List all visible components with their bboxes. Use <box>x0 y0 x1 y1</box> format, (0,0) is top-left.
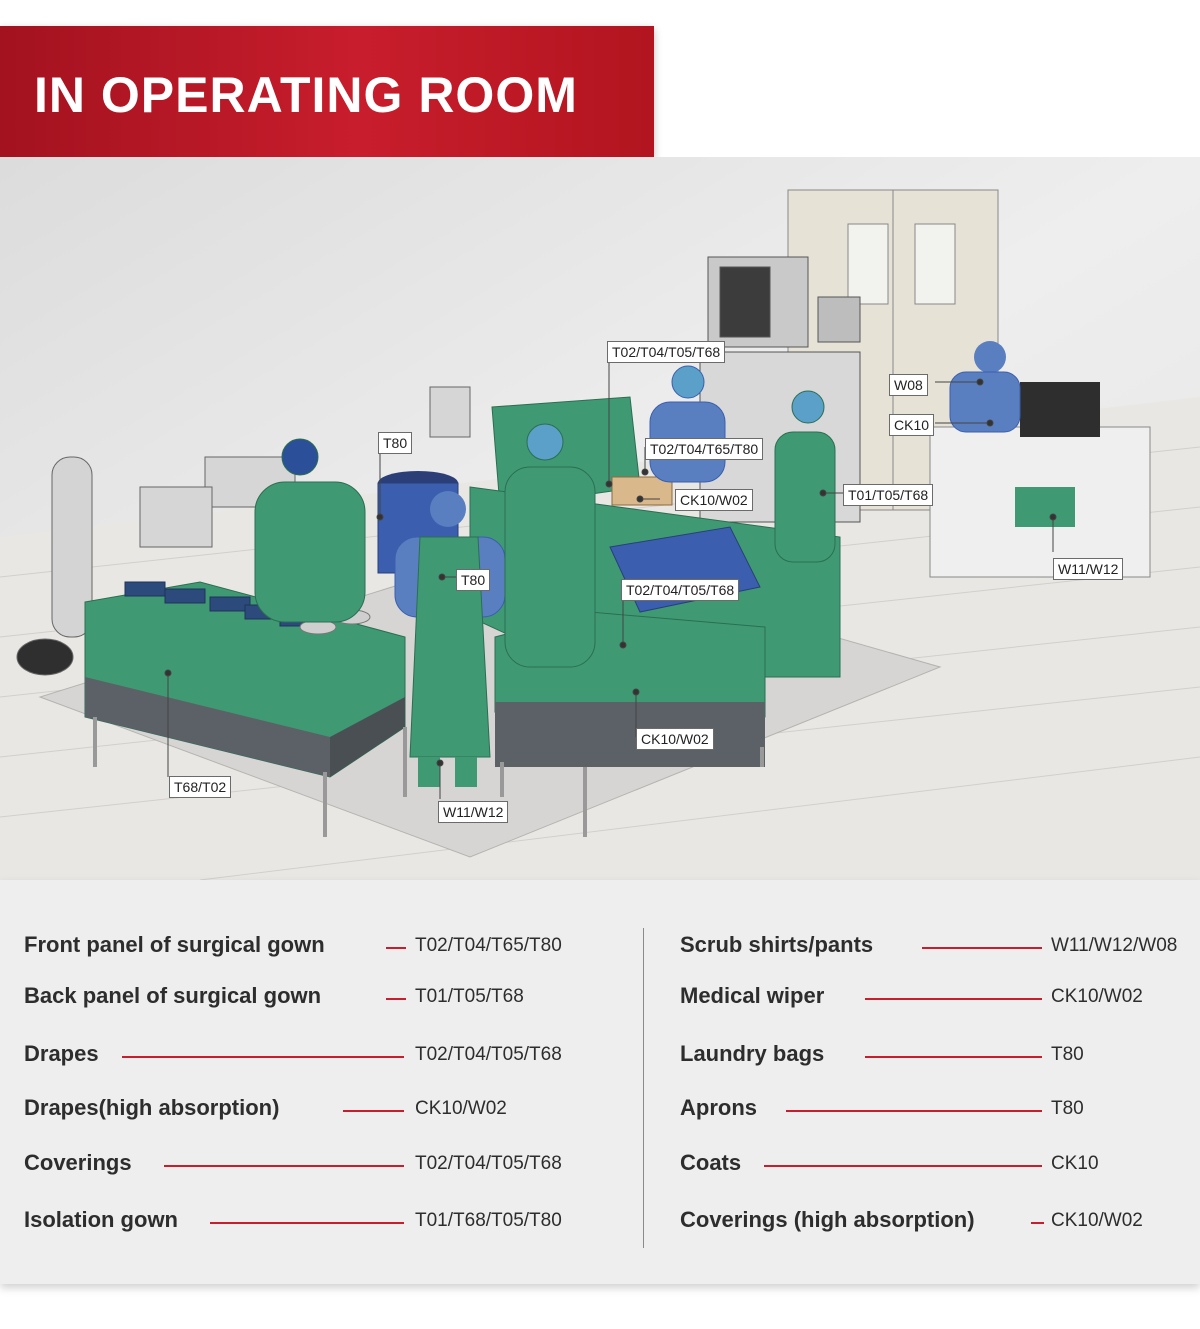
legend-leader-line <box>122 1056 404 1058</box>
legend-code: CK10/W02 <box>415 1098 507 1119</box>
legend-label: Front panel of surgical gown <box>24 932 325 957</box>
callout-gown-back: T01/T05/T68 <box>843 484 934 506</box>
legend-leader-line <box>386 947 406 949</box>
legend-label: Drapes <box>24 1041 99 1066</box>
wall-equipment <box>139 386 471 548</box>
operating-room-illustration: T02/T04/T05/T68 T80 T02/T04/T65/T80 W08 … <box>0 157 1200 880</box>
callout-leaders <box>164 360 1057 799</box>
surgeon-left <box>254 438 366 623</box>
legend-row: Coverings T02/T04/T05/T68 <box>0 1150 640 1180</box>
surgeon-center <box>504 423 596 668</box>
legend-row: Scrub shirts/pants W11/W12/W08 <box>0 932 1200 962</box>
legend-row: Aprons T80 <box>0 1095 1200 1125</box>
legend-leader-line <box>210 1222 404 1224</box>
legend-row: Laundry bags T80 <box>0 1041 1200 1071</box>
oxygen-tank <box>16 456 93 676</box>
legend-label: Coverings (high absorption) <box>680 1207 975 1232</box>
callout-apron: T80 <box>456 569 491 591</box>
legend-code: T02/T04/T05/T68 <box>415 1044 562 1065</box>
surgeon-right <box>774 390 836 563</box>
desk-area <box>929 341 1151 578</box>
legend-row: Isolation gown T01/T68/T05/T80 <box>0 1207 640 1237</box>
legend-label: Aprons <box>680 1095 757 1120</box>
legend-code: W11/W12/W08 <box>1051 935 1178 956</box>
scene-drawing <box>0 157 1200 880</box>
legend-leader-line <box>786 1110 1042 1112</box>
legend-code: T02/T04/T05/T68 <box>415 1153 562 1174</box>
callout-coat: W08 <box>889 374 928 396</box>
legend-code: CK10/W02 <box>1051 986 1143 1007</box>
legend-code: CK10/W02 <box>1051 1210 1143 1231</box>
legend-row: Coverings (high absorption) CK10/W02 <box>0 1207 1200 1237</box>
callout-coat-ck10: CK10 <box>889 414 935 436</box>
legend-leader-line <box>164 1165 404 1167</box>
legend-leader-line <box>922 947 1042 949</box>
legend-row: Drapes T02/T04/T05/T68 <box>0 1041 640 1071</box>
legend-row: Back panel of surgical gown T01/T05/T68 <box>0 983 640 1013</box>
callout-scrubs-nurse: W11/W12 <box>438 801 509 823</box>
legend-leader-line <box>343 1110 404 1112</box>
legend-code: T80 <box>1051 1044 1084 1065</box>
callout-table-drape: T68/T02 <box>169 776 232 798</box>
legend-leader-line <box>764 1165 1042 1167</box>
legend-leader-line <box>1031 1222 1044 1224</box>
legend-row: Coats CK10 <box>0 1150 1200 1180</box>
title-banner: IN OPERATING ROOM <box>0 26 654 157</box>
nurse-apron <box>394 491 506 787</box>
legend-leader-line <box>865 1056 1042 1058</box>
legend-label: Isolation gown <box>24 1207 178 1232</box>
callout-wiper: CK10/W02 <box>675 489 753 511</box>
callout-coverings: T02/T04/T05/T68 <box>621 579 740 601</box>
legend-code: T01/T68/T05/T80 <box>415 1210 562 1231</box>
page-title: IN OPERATING ROOM <box>34 67 578 123</box>
product-legend: Front panel of surgical gown T02/T04/T65… <box>0 880 1200 1284</box>
legend-label: Drapes(high absorption) <box>24 1095 280 1120</box>
callout-scrubs-desk: W11/W12 <box>1053 558 1124 580</box>
legend-label: Medical wiper <box>680 983 825 1008</box>
legend-code: T02/T04/T65/T80 <box>415 935 562 956</box>
callout-laundry-bag: T80 <box>378 432 413 454</box>
legend-leader-line <box>386 998 406 1000</box>
legend-label: Coverings <box>24 1150 132 1175</box>
legend-code: T01/T05/T68 <box>415 986 524 1007</box>
instrument-table-left <box>84 581 407 837</box>
legend-row: Medical wiper CK10/W02 <box>0 983 1200 1013</box>
legend-label: Coats <box>680 1150 742 1175</box>
legend-label: Scrub shirts/pants <box>680 932 874 957</box>
legend-label: Back panel of surgical gown <box>24 983 322 1008</box>
legend-leader-line <box>865 998 1042 1000</box>
legend-label: Laundry bags <box>680 1041 825 1066</box>
legend-row: Front panel of surgical gown T02/T04/T65… <box>0 932 640 962</box>
legend-divider <box>643 928 644 1248</box>
callout-high-absorption: CK10/W02 <box>636 728 714 750</box>
legend-code: CK10 <box>1051 1153 1099 1174</box>
legend-code: T80 <box>1051 1098 1084 1119</box>
callout-gown-front: T02/T04/T65/T80 <box>645 438 764 460</box>
legend-row: Drapes(high absorption) CK10/W02 <box>0 1095 640 1125</box>
callout-drapes-table: T02/T04/T05/T68 <box>607 341 726 363</box>
